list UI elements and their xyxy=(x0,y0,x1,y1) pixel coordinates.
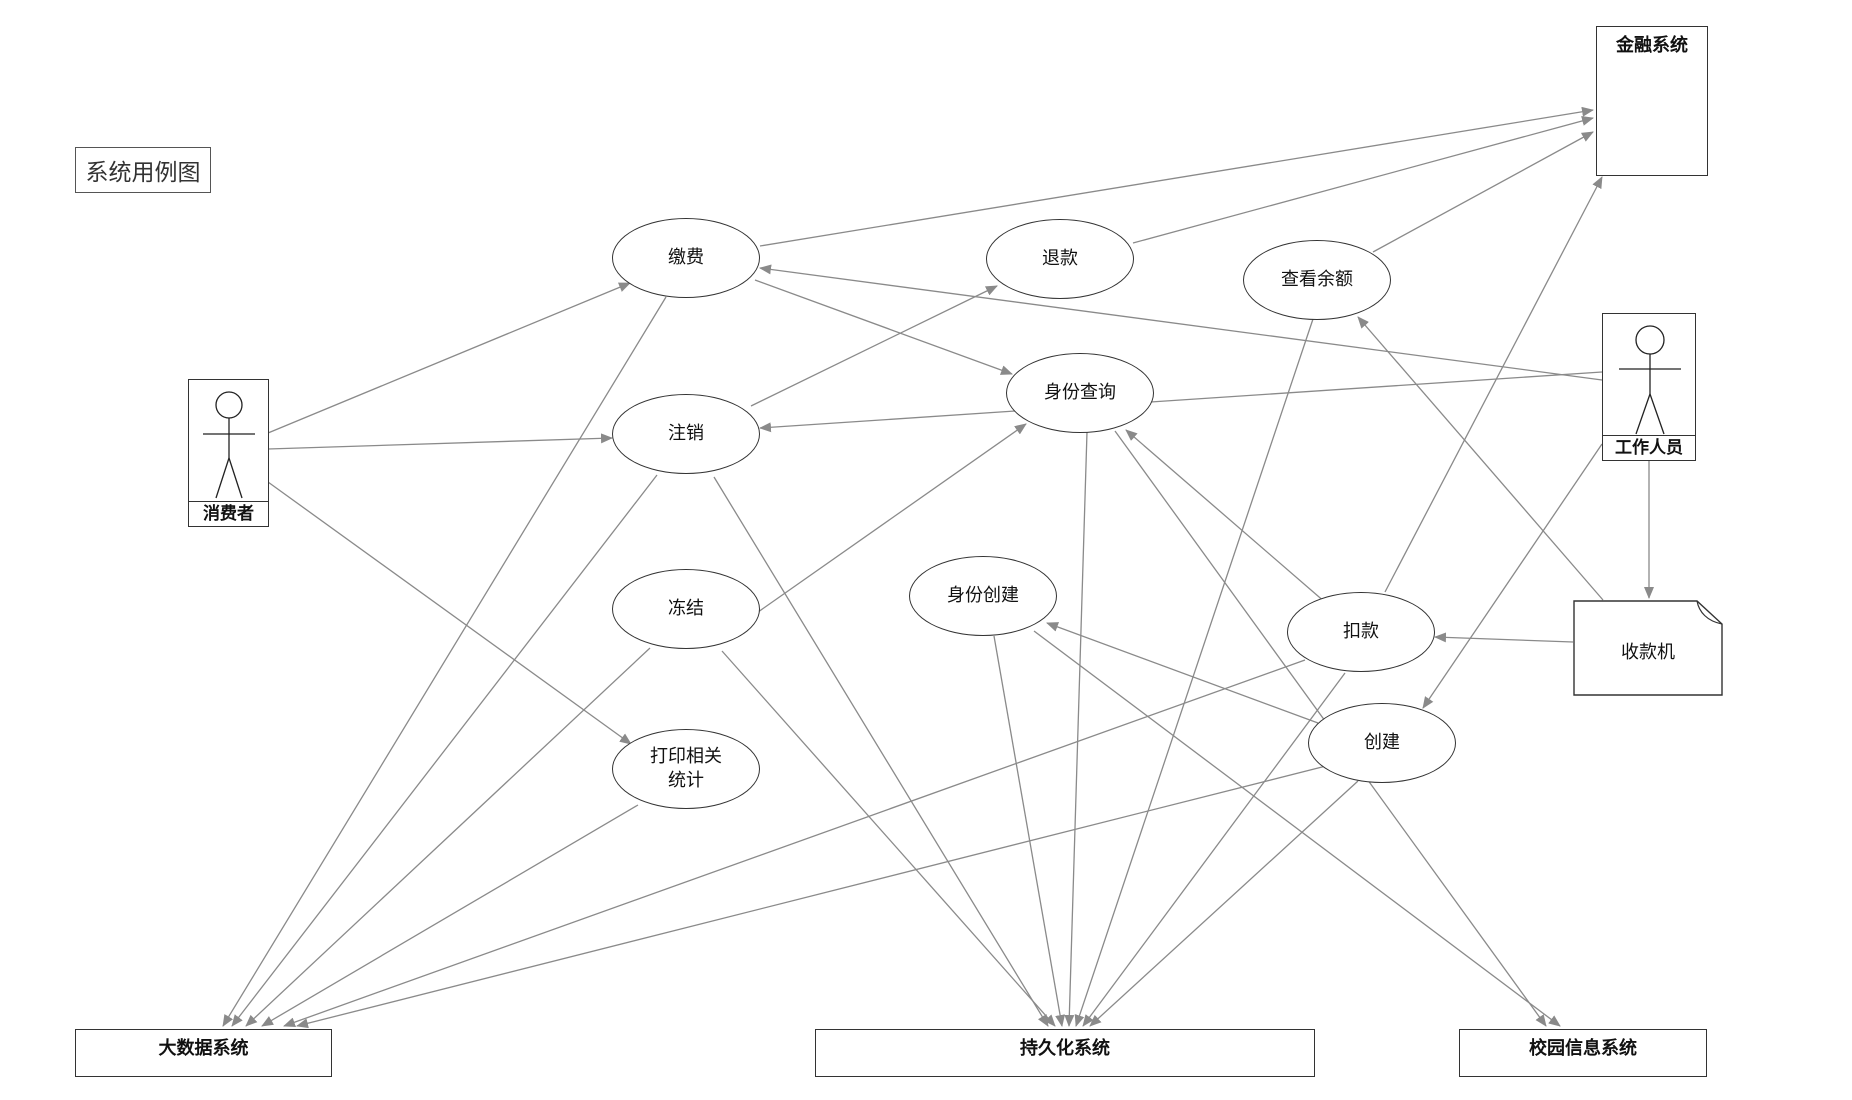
campus-info-system-label: 校园信息系统 xyxy=(1529,1038,1637,1059)
actor-consumer[interactable]: 消费者 xyxy=(188,379,269,527)
use-case-print-statistics-label-line2: 统计 xyxy=(668,770,704,791)
pos-terminal-label: 收款机 xyxy=(1621,642,1675,663)
use-case-pay-label: 缴费 xyxy=(668,246,704,268)
use-case-identity-query-label: 身份查询 xyxy=(1044,381,1116,403)
bigdata-system[interactable]: 大数据系统 xyxy=(75,1029,332,1077)
use-case-cancel-label: 注销 xyxy=(668,422,704,444)
use-case-print-statistics[interactable]: 打印相关 统计 xyxy=(612,729,760,809)
arrow-print-to-bigdata xyxy=(261,804,639,1027)
actor-consumer-label: 消费者 xyxy=(189,501,268,526)
use-case-identity-create-label: 身份创建 xyxy=(947,584,1019,606)
use-case-identity-query[interactable]: 身份查询 xyxy=(1006,353,1154,433)
use-case-create-label: 创建 xyxy=(1364,731,1400,753)
persistence-system-label: 持久化系统 xyxy=(1020,1038,1110,1059)
use-case-refund[interactable]: 退款 xyxy=(986,219,1134,299)
arrow-consumer-to-pay xyxy=(267,282,631,434)
campus-info-system[interactable]: 校园信息系统 xyxy=(1459,1029,1707,1077)
use-case-freeze[interactable]: 冻结 xyxy=(612,569,760,649)
arrow-staff-to-cancel xyxy=(759,371,1603,433)
arrow-id-create-to-campus xyxy=(1033,630,1561,1027)
persistence-system[interactable]: 持久化系统 xyxy=(815,1029,1315,1077)
document-shape-icon xyxy=(1573,600,1723,696)
arrow-pos-to-balance xyxy=(1357,316,1604,601)
use-case-identity-create[interactable]: 身份创建 xyxy=(909,556,1057,636)
arrow-cancel-to-persistence xyxy=(713,476,1049,1027)
arrow-deduct-to-bigdata xyxy=(283,659,1306,1027)
arrow-staff-to-create xyxy=(1422,443,1603,709)
use-case-refund-label: 退款 xyxy=(1042,247,1078,269)
arrow-deduct-to-persistence xyxy=(1082,672,1346,1027)
pos-terminal[interactable]: 收款机 xyxy=(1573,600,1723,696)
arrow-id-query-to-persistence xyxy=(1064,431,1088,1027)
use-case-print-statistics-label-line1: 打印相关 xyxy=(650,745,722,767)
arrow-consumer-to-print xyxy=(267,481,632,745)
arrow-create-to-id-create xyxy=(1046,622,1319,724)
stick-figure-icon xyxy=(203,391,255,499)
actor-staff[interactable]: 工作人员 xyxy=(1602,313,1696,461)
arrow-cancel-to-refund xyxy=(750,285,998,407)
use-case-create[interactable]: 创建 xyxy=(1308,703,1456,783)
arrow-create-to-persistence xyxy=(1089,780,1359,1027)
arrow-pay-to-id-query xyxy=(754,279,1013,375)
arrow-balance-to-persistence xyxy=(1074,318,1314,1027)
use-case-deduct[interactable]: 扣款 xyxy=(1287,592,1435,672)
use-case-freeze-label: 冻结 xyxy=(668,597,704,619)
use-case-view-balance[interactable]: 查看余额 xyxy=(1243,240,1391,320)
arrow-refund-to-finance xyxy=(1132,116,1594,244)
arrow-deduct-to-finance xyxy=(1384,176,1603,593)
finance-system[interactable]: 金融系统 xyxy=(1596,26,1708,176)
use-case-view-balance-label: 查看余额 xyxy=(1281,268,1353,290)
use-case-deduct-label: 扣款 xyxy=(1343,620,1379,642)
arrow-pay-to-finance xyxy=(759,106,1594,247)
arrow-cancel-to-bigdata xyxy=(231,474,658,1027)
arrow-staff-to-pay xyxy=(759,264,1603,381)
bigdata-system-label: 大数据系统 xyxy=(158,1038,249,1059)
diagram-title: 系统用例图 xyxy=(75,147,211,193)
arrow-freeze-to-bigdata xyxy=(245,647,651,1027)
arrow-balance-to-finance xyxy=(1372,131,1594,253)
arrow-consumer-to-cancel xyxy=(267,433,613,450)
arrow-pos-to-deduct xyxy=(1434,632,1574,643)
arrow-pay-to-bigdata xyxy=(222,296,667,1027)
use-case-pay[interactable]: 缴费 xyxy=(612,218,760,298)
stick-figure-icon xyxy=(1619,325,1681,435)
actor-staff-label: 工作人员 xyxy=(1603,435,1695,460)
finance-system-label: 金融系统 xyxy=(1616,35,1688,56)
use-case-cancel[interactable]: 注销 xyxy=(612,394,760,474)
arrow-deduct-to-id-query xyxy=(1125,429,1327,604)
arrow-freeze-to-persistence xyxy=(721,650,1056,1027)
arrow-freeze-to-id-query xyxy=(740,423,1027,625)
arrow-create-to-bigdata xyxy=(296,765,1327,1029)
arrow-id-create-to-persistence xyxy=(993,635,1066,1027)
